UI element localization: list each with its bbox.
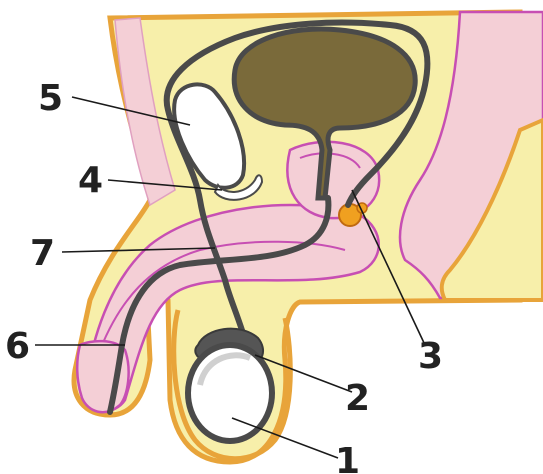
callout-2: 2	[345, 378, 370, 419]
callout-5: 5	[38, 78, 63, 119]
testis	[188, 345, 272, 441]
callout-1: 1	[335, 441, 360, 474]
callout-7: 7	[30, 233, 55, 274]
callout-4: 4	[78, 160, 103, 201]
callout-6: 6	[5, 326, 30, 367]
callout-3: 3	[418, 336, 443, 377]
